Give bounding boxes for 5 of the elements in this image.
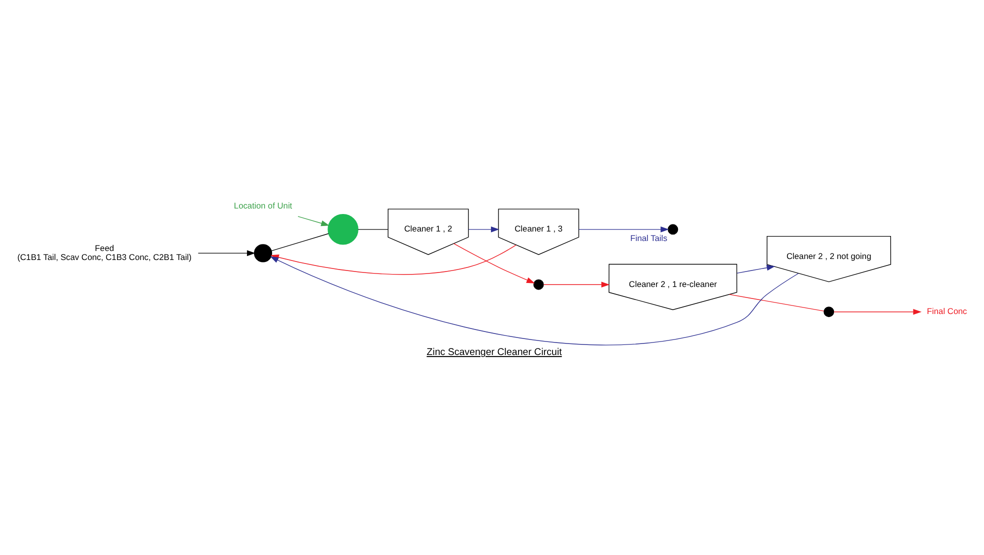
node-text: Location of Unit	[234, 200, 292, 211]
node-label: Final Tails	[630, 233, 668, 244]
node-text: Feed (C1B1 Tail, Scav Conc, C1B3 Conc, C2B1 Tail)	[17, 242, 192, 262]
node-text: Final Conc	[926, 306, 967, 316]
caption: Zinc Scavenger Cleaner Circuit	[426, 347, 562, 358]
